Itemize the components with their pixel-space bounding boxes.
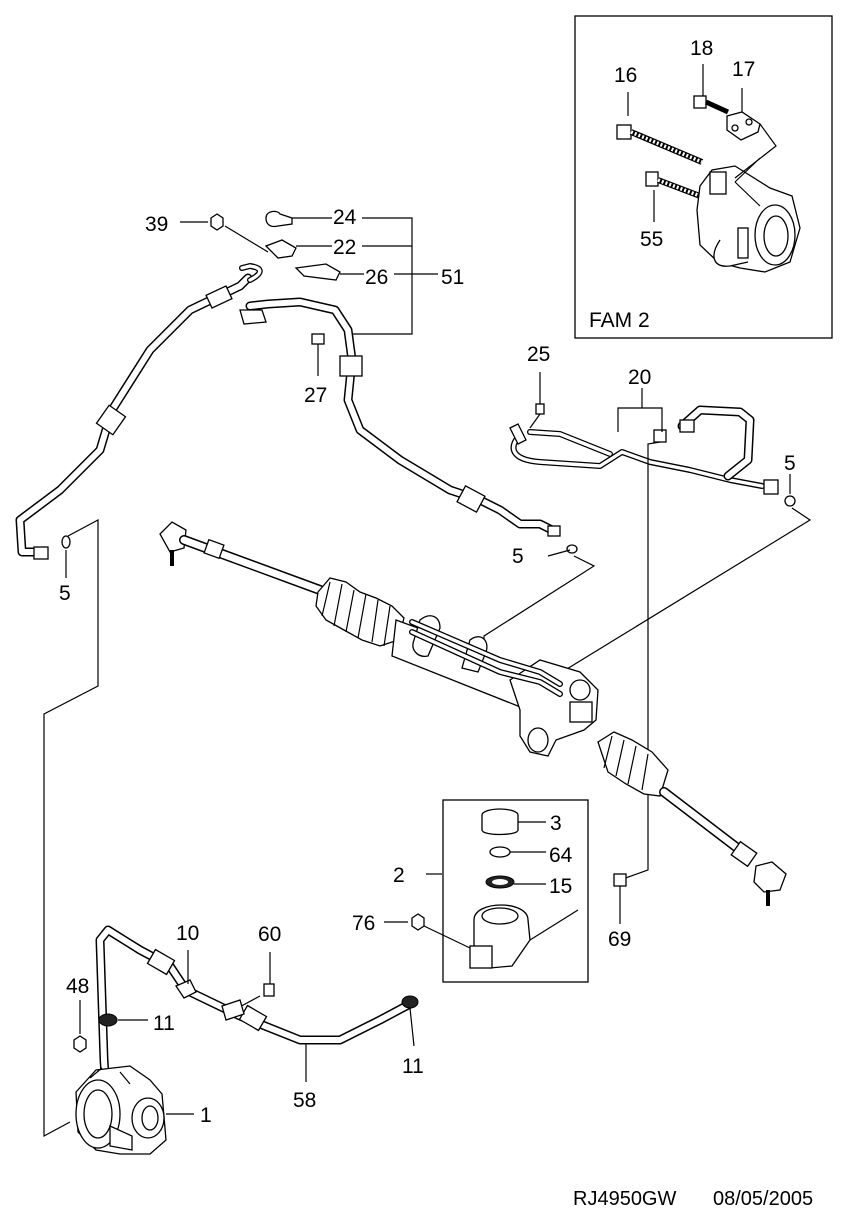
steering-rack — [159, 521, 787, 906]
reservoir-box: 3 64 15 2 — [393, 799, 589, 983]
callout-48: 48 — [66, 975, 89, 998]
diagram-code: RJ4950GW — [573, 1188, 676, 1210]
callout-10: 10 — [176, 922, 199, 945]
inset-title: FAM 2 — [589, 309, 650, 332]
callout-11-right: 11 — [402, 1055, 424, 1078]
callout-16: 16 — [614, 64, 637, 87]
callout-17: 17 — [732, 58, 755, 81]
nut-76: 76 — [352, 912, 471, 949]
callout-76: 76 — [352, 912, 375, 935]
fitting-69: 69 — [608, 873, 631, 951]
diagram-date: 08/05/2005 — [713, 1188, 813, 1210]
callout-20: 20 — [628, 366, 651, 389]
pressure-hose — [15, 263, 263, 560]
return-line-upper — [239, 297, 578, 554]
callout-60: 60 — [258, 923, 281, 946]
pump-inset-part — [696, 157, 801, 273]
bolt-16-part — [616, 124, 704, 165]
callout-64: 64 — [549, 844, 573, 867]
clip-group-51: 39 24 22 26 51 27 — [145, 206, 464, 407]
callout-3: 3 — [550, 812, 562, 835]
callout-2: 2 — [393, 864, 405, 887]
callout-5-center: 5 — [512, 545, 524, 568]
callout-26: 26 — [365, 266, 388, 289]
callout-55: 55 — [640, 228, 663, 251]
callout-25: 25 — [527, 343, 550, 366]
callout-69: 69 — [608, 928, 631, 951]
lower-hoses: 10 60 48 11 11 58 — [66, 922, 424, 1125]
inset-fam2: 16 18 17 55 FAM 2 — [574, 15, 833, 339]
callout-24: 24 — [333, 206, 357, 229]
callout-22: 22 — [333, 236, 356, 259]
bolt-55-part — [645, 171, 702, 199]
callout-58: 58 — [293, 1089, 316, 1112]
callout-11-left: 11 — [153, 1012, 175, 1035]
callout-39: 39 — [145, 213, 168, 236]
callout-51: 51 — [441, 266, 464, 289]
callout-15: 15 — [549, 875, 572, 898]
callout-5-left: 5 — [59, 582, 71, 605]
pump-1: 1 — [75, 1065, 212, 1155]
callout-18: 18 — [690, 37, 713, 60]
callout-5-right: 5 — [784, 452, 796, 475]
callout-1: 1 — [200, 1104, 212, 1127]
bolt-18-part — [693, 95, 730, 115]
return-line-right: 25 20 5 — [509, 343, 796, 507]
callout-27: 27 — [304, 384, 327, 407]
